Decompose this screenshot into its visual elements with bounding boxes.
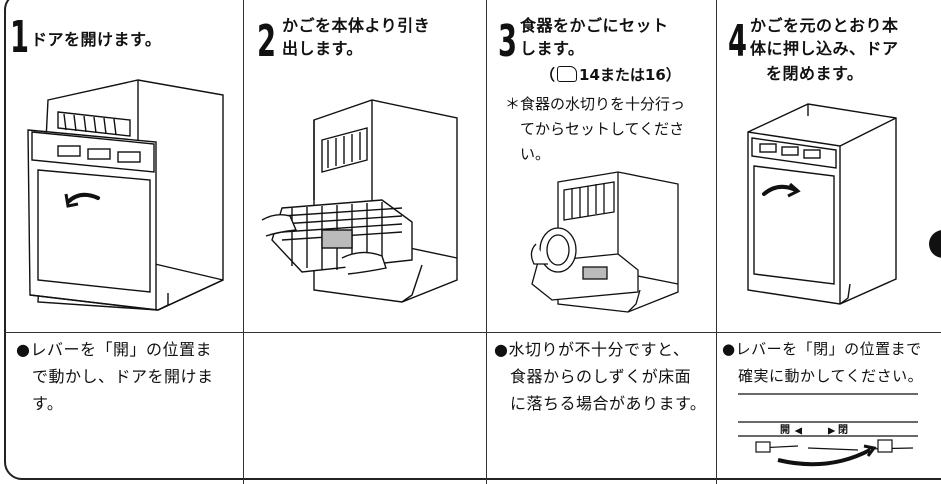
step-number: 1 [10, 12, 29, 63]
lever-diagram: 開 閉 [738, 392, 928, 471]
note-line: ●水切りが不十分ですと、 [494, 340, 690, 359]
step-title-line-2: します。 [520, 39, 585, 58]
load-dishes-illustration [528, 171, 698, 321]
note-line: 食器からのしずくが床面 [510, 367, 692, 386]
hand-pointer-icon [557, 66, 578, 82]
step-note-line-3: い。 [520, 145, 551, 163]
page-frame [4, 0, 941, 480]
row-divider [4, 332, 941, 333]
step-title-line-1: かごを元のとおり本 [750, 16, 899, 35]
step-note-line-1: ＊食器の水切りを十分行っ [505, 95, 686, 113]
step-title-line-2: 体に押し込み、ドア [750, 39, 899, 58]
dishwasher-closed-illustration [728, 103, 908, 313]
note-line: 確実に動かしてください。 [738, 367, 924, 385]
dishwasher-door-open-illustration [18, 79, 228, 319]
lever-close-label: 閉 [838, 425, 848, 436]
step-title-line-3: を閉めます。 [766, 64, 864, 83]
column-divider [243, 0, 244, 484]
pull-out-basket-illustration [261, 90, 472, 319]
column-divider [716, 0, 717, 484]
step-title-line-1: かごを本体より引き [282, 16, 431, 35]
step-number: 2 [257, 16, 276, 67]
step-note-line-2: てからセットしてくださ [520, 120, 685, 138]
note-line: に落ちる場合があります。 [510, 394, 707, 413]
step-title-line-2: 出します。 [282, 39, 363, 58]
note-line: ●レバーを「開」の位置ま [16, 340, 212, 359]
step-number: 4 [728, 16, 747, 67]
step-number: 3 [498, 16, 517, 67]
column-divider [486, 0, 487, 484]
note-line: で動かし、ドアを開けま [32, 367, 214, 386]
lever-open-label: 開 [780, 425, 790, 436]
page-tab-marker [929, 230, 941, 258]
step-title: ドアを開けます。 [31, 30, 162, 49]
note-line: す。 [32, 394, 64, 413]
note-line: ●レバーを「閉」の位置まで [722, 340, 922, 358]
step-title-line-1: 食器をかごにセット [520, 16, 669, 35]
page-reference: （14または16） [540, 66, 681, 84]
